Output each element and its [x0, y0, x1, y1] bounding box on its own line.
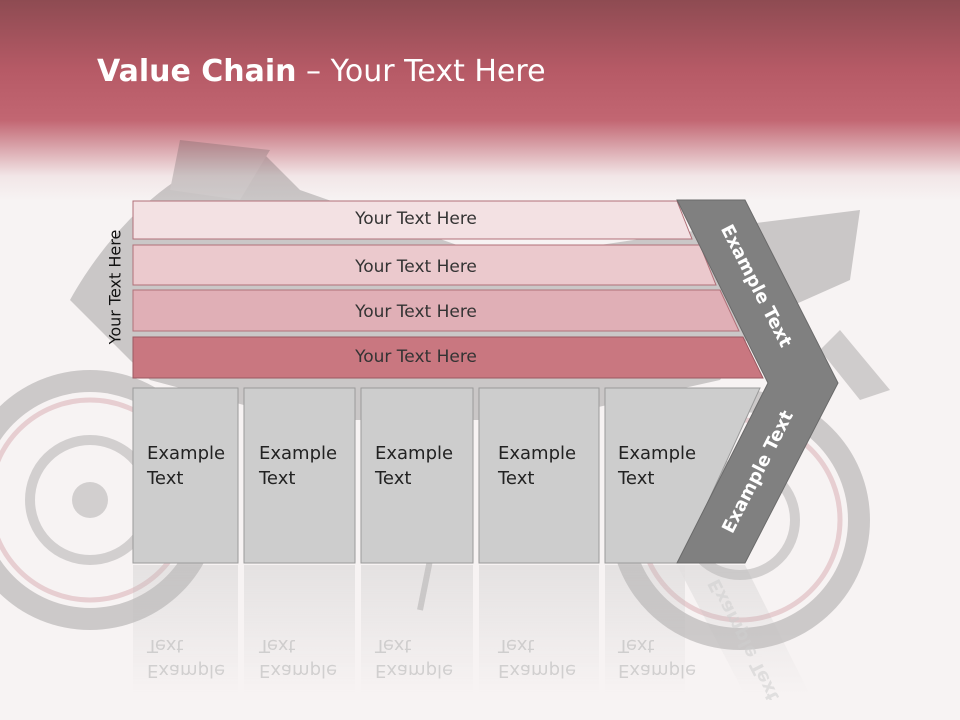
diagram-reflection: Example Text Example Text Example Text Exam…: [0, 570, 960, 700]
reflection-text-5-line2: Text: [618, 635, 655, 656]
reflection-text-2-line2: Text: [259, 635, 296, 656]
diagram-reflection-shapes: [133, 565, 810, 695]
column-text-3-line2: Text: [375, 468, 412, 489]
reflection-text-4-line1: Example: [498, 660, 577, 681]
column-text-4-line1: Example: [498, 443, 577, 464]
column-text-1-line1: Example: [147, 443, 226, 464]
column-text-5-line1: Example: [618, 443, 697, 464]
row-label-2: Your Text Here: [355, 257, 477, 277]
column-box-2: [243, 387, 356, 564]
row-bar-1: [132, 200, 693, 240]
title-rest: – Your Text Here: [296, 54, 546, 89]
column-text-1-line2: Text: [147, 468, 184, 489]
row-label-4: Your Text Here: [355, 347, 477, 367]
column-text-4-line2: Text: [498, 468, 535, 489]
slide-title: Value Chain – Your Text Here: [97, 54, 546, 94]
reflection-text-3-line1: Example: [375, 660, 454, 681]
reflection-text-2-line1: Example: [259, 660, 338, 681]
column-box-4: [478, 387, 600, 564]
row-bar-3: [132, 289, 740, 332]
reflection-text-1-line1: Example: [147, 660, 226, 681]
reflection-text-1-line2: Text: [147, 635, 184, 656]
column-text-2-line1: Example: [259, 443, 338, 464]
reflection-text-4: Example Text: [498, 633, 598, 683]
column-text-2-line2: Text: [259, 468, 296, 489]
column-box-3: [360, 387, 474, 564]
column-text-3-line1: Example: [375, 443, 454, 464]
reflection-text-4-line2: Text: [498, 635, 535, 656]
side-label-text: Your Text Here: [105, 229, 125, 345]
reflection-text-2: Example Text: [259, 633, 359, 683]
column-text-5-line2: Text: [618, 468, 655, 489]
reflection-text-3-line2: Text: [375, 635, 412, 656]
title-bold: Value Chain: [97, 54, 297, 89]
chevron-arrow: [676, 199, 839, 564]
row-label-1: Your Text Here: [355, 209, 477, 229]
reflection-text-1: Example Text: [147, 633, 247, 683]
reflection-text-5: Example Text: [618, 633, 718, 683]
reflection-text-5-line1: Example: [618, 660, 697, 681]
row-bar-2: [132, 244, 717, 286]
column-box-1: [132, 387, 239, 564]
header-band: [0, 0, 960, 200]
reflection-text-3: Example Text: [375, 633, 475, 683]
row-label-3: Your Text Here: [355, 302, 477, 322]
row-bar-4: [132, 336, 764, 379]
